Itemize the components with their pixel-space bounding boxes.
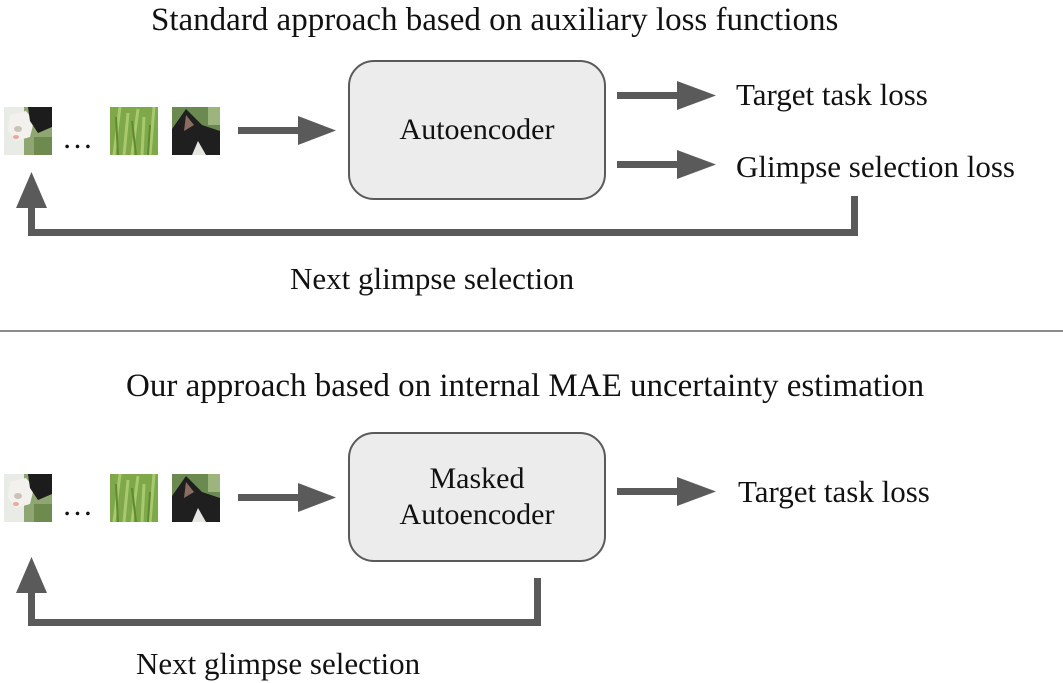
top-title: Standard approach based on auxiliary los… — [151, 2, 839, 38]
masked-autoencoder-label-line1: Masked — [429, 462, 525, 495]
ellipsis: … — [62, 120, 93, 155]
ellipsis: … — [62, 487, 93, 522]
next-glimpse-selection-label-bottom: Next glimpse selection — [136, 646, 421, 681]
glimpse-grass-thumbnail — [110, 474, 158, 522]
next-glimpse-feedback-arrow-bottom — [16, 557, 541, 626]
glimpse-cat-ear-thumbnail — [172, 474, 220, 522]
target-task-loss-label-bottom: Target task loss — [738, 474, 930, 509]
autoencoder-label: Autoencoder — [399, 113, 555, 146]
glimpse-cat-face-thumbnail — [4, 474, 52, 522]
next-glimpse-selection-label-top: Next glimpse selection — [290, 261, 575, 296]
autoencoder-to-glimpse-loss-arrow — [617, 150, 716, 179]
glimpse-cat-face-thumbnail — [4, 107, 52, 155]
bottom-title: Our approach based on internal MAE uncer… — [126, 368, 925, 404]
target-task-loss-label: Target task loss — [736, 77, 928, 112]
autoencoder-box: Autoencoder — [348, 60, 606, 200]
autoencoder-to-target-loss-arrow — [617, 81, 716, 110]
input-to-autoencoder-arrow — [238, 116, 336, 145]
masked-autoencoder-label-line2: Autoencoder — [399, 498, 555, 531]
input-to-masked-autoencoder-arrow — [238, 483, 336, 512]
glimpse-grass-thumbnail — [110, 107, 158, 155]
section-divider — [0, 330, 1063, 332]
glimpse-selection-loss-label: Glimpse selection loss — [736, 149, 1015, 184]
next-glimpse-feedback-arrow-top — [16, 172, 858, 236]
masked-autoencoder-box: Masked Autoencoder — [348, 432, 606, 562]
masked-autoencoder-to-target-loss-arrow — [617, 477, 716, 506]
glimpse-cat-ear-thumbnail — [172, 107, 220, 155]
